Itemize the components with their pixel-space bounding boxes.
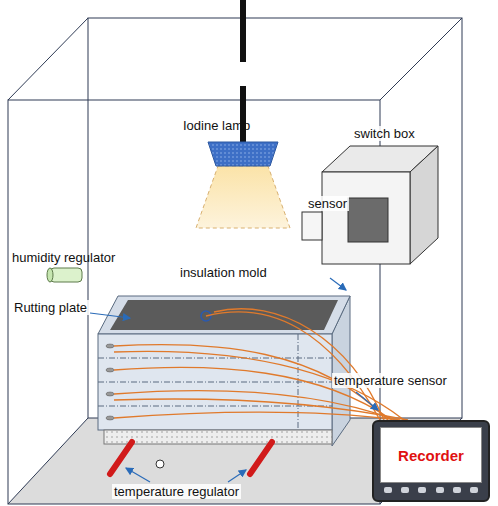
recorder-button (470, 487, 478, 493)
rutting-plate-label: Rutting plate (12, 300, 89, 315)
temperature-sensor-label: temperature sensor (332, 373, 449, 388)
temperature-regulator-label: temperature regulator (112, 484, 241, 499)
recorder-text: Recorder (398, 447, 464, 464)
recorder-device: Recorder (372, 420, 490, 502)
humidity-regulator-label: humidity regulator (12, 250, 115, 265)
recorder-button (384, 487, 392, 493)
recorder-button (436, 487, 444, 493)
recorder-screen: Recorder (380, 427, 482, 483)
insulation-mold-label: insulation mold (180, 265, 267, 280)
lamp-label: Iodine lamp (183, 118, 250, 133)
recorder-buttons (384, 487, 478, 495)
recorder-button (418, 487, 426, 493)
switch-box-label: switch box (352, 126, 417, 141)
recorder-button (401, 487, 409, 493)
sensor-label: sensor (306, 196, 349, 211)
recorder-button (453, 487, 461, 493)
